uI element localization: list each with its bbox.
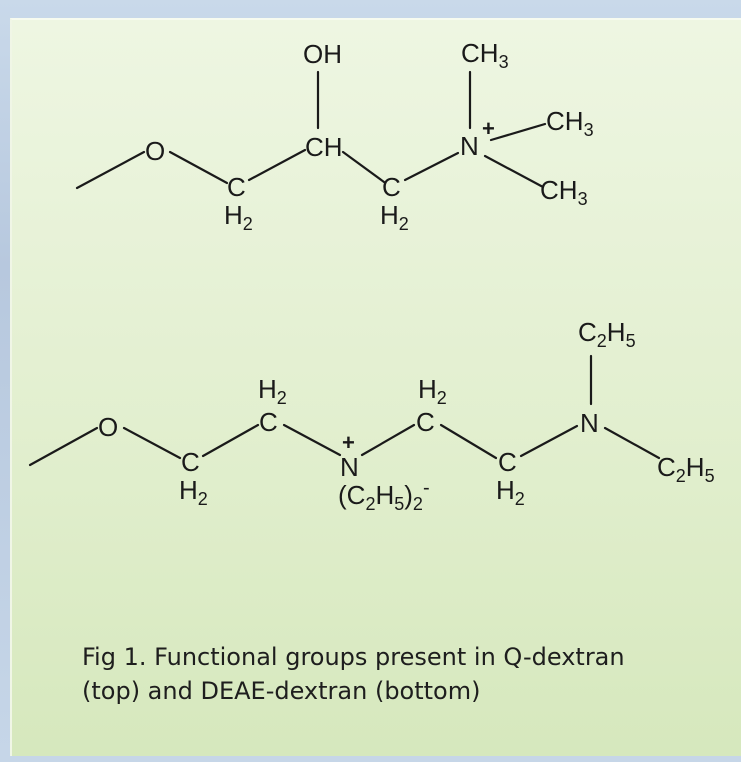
atom-h2-4: H2 [496,475,525,509]
figure-panel [10,18,741,756]
atom-n-tertiary: N [580,408,599,438]
positive-charge: + [482,116,495,141]
bond-n-to-ch3-bottom [483,154,545,189]
bond-n-plus-to-ch2-3 [360,423,416,457]
bond-o-to-ch2-1 [122,426,182,460]
deae-dextran-structure [28,354,661,467]
bond-chain-to-o [75,150,146,190]
bond-ch2-to-n [403,151,460,182]
ethyl-top: C2H5 [578,317,636,351]
atom-n-quaternary: N [460,131,479,161]
bond-ch2-to-ch [247,148,307,182]
bond-ch2-3-to-ch2-4 [439,423,498,460]
bond-n-to-ch3-right [489,122,547,142]
atom-h2-3: H2 [418,374,447,408]
bond-ch2-4-to-n [519,424,579,458]
caption-line-1: Fig 1. Functional groups present in Q-de… [82,643,625,671]
atom-ch3-bottom: CH3 [540,175,588,209]
atom-c-left: C [227,172,246,202]
caption-line-2: (top) and DEAE-dextran (bottom) [82,677,481,705]
atom-h2-2: H2 [258,374,287,408]
bond-ch2-1-to-ch2-2 [201,423,260,458]
bond-chain-to-o [28,426,99,467]
atom-ch: CH [305,132,343,162]
atom-o: O [145,136,165,166]
ethyl-bottom: C2H5 [657,452,715,486]
atom-h2-left: H2 [224,200,253,234]
figure-caption: Fig 1. Functional groups present in Q-de… [82,640,702,708]
atom-h2-1: H2 [179,475,208,509]
atom-c-1: C [181,447,200,477]
bond-ch-to-ch2 [341,150,386,184]
bond-n-to-ethyl-bottom [603,426,661,460]
atom-n-quaternary: N [340,452,359,482]
bond-o-to-ch2 [168,150,229,185]
bond-ch2-2-to-n-plus [282,423,342,457]
atom-h2-right: H2 [380,200,409,234]
atom-oh: OH [303,39,342,69]
atom-c-2: C [259,407,278,437]
atom-ch3-right: CH3 [546,106,594,140]
q-dextran-labels: O OH CH C H2 C H2 N + CH3 CH3 CH3 [145,38,594,234]
diethyl-substituent: (C2H5)2- [338,477,430,514]
positive-charge: + [342,430,355,455]
q-dextran-structure [75,70,547,190]
atom-c-3: C [416,407,435,437]
atom-c-right: C [382,172,401,202]
atom-o: O [98,412,118,442]
deae-dextran-labels: O C H2 H2 C + N (C2H5)2- H2 C C H2 N C2H… [98,317,715,514]
atom-c-4: C [498,447,517,477]
atom-ch3-top: CH3 [461,38,509,72]
